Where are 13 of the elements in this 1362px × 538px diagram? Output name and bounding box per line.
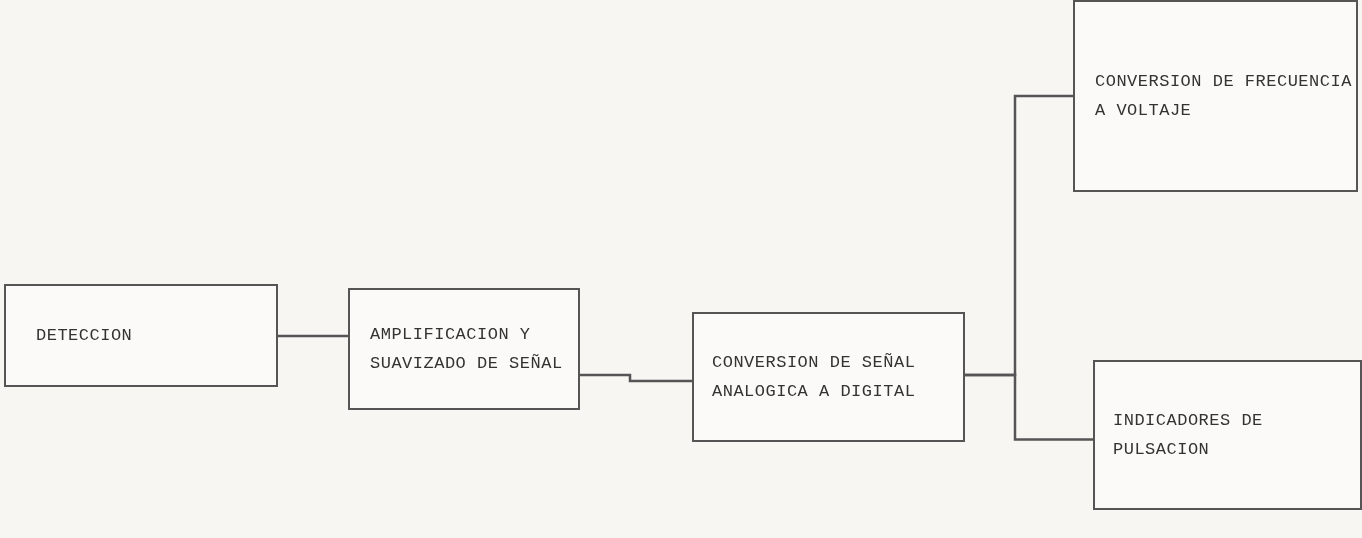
- process-box: [1073, 0, 1358, 192]
- process-box: [692, 312, 965, 442]
- box-label: DETECCION: [36, 325, 133, 347]
- process-box: [348, 288, 580, 410]
- box-label: INDICADORES DE PULSACION: [1113, 410, 1264, 461]
- connector-line: [580, 373, 692, 383]
- box-label: AMPLIFICACION Y SUAVIZADO DE SEÑAL: [370, 324, 564, 375]
- box-label: CONVERSION DE FRECUENCIA A VOLTAJE: [1095, 71, 1353, 122]
- process-box: [1093, 360, 1362, 510]
- process-box: [4, 284, 278, 387]
- box-label: CONVERSION DE SEÑAL ANALOGICA A DIGITAL: [712, 352, 917, 403]
- connector-line: [278, 334, 348, 338]
- connector-line: [965, 373, 1093, 441]
